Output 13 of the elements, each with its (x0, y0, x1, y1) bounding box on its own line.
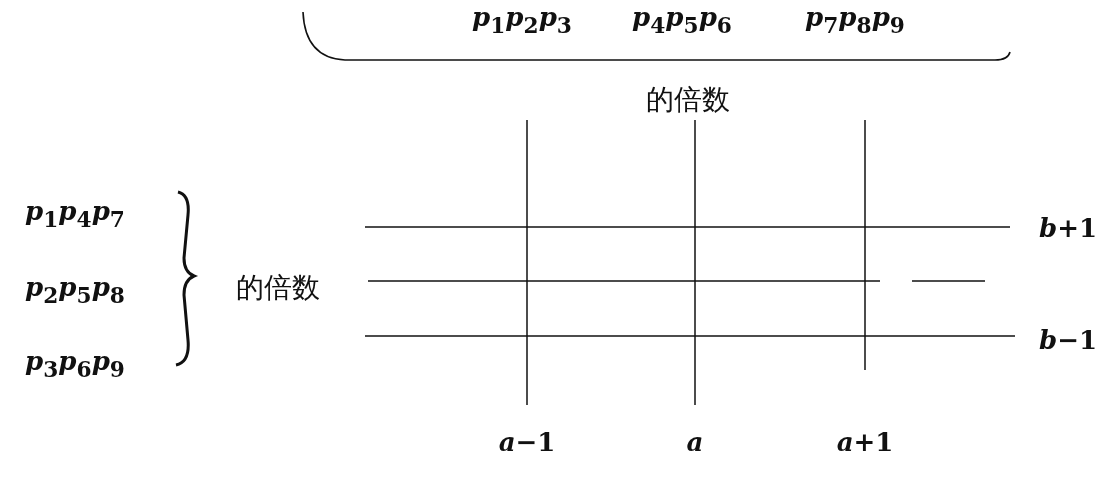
text-label: 的倍数 (236, 270, 320, 306)
math-label: p$_{2}$p$_{5}$p$_{8}$ (25, 272, 125, 308)
math-label: p$_{1}$p$_{2}$p$_{3}$ (472, 2, 572, 38)
math-label: p$_{7}$p$_{8}$p$_{9}$ (805, 2, 905, 38)
math-label: b−1 (1038, 325, 1098, 355)
math-label: a+1 (836, 427, 894, 457)
math-label: p$_{1}$p$_{4}$p$_{7}$ (25, 196, 125, 232)
math-label: p$_{4}$p$_{5}$p$_{6}$ (632, 2, 732, 38)
text-label: 的倍数 (646, 82, 730, 118)
math-label: a (686, 427, 704, 457)
math-label: a−1 (498, 427, 556, 457)
math-label: p$_{3}$p$_{6}$p$_{9}$ (25, 346, 125, 382)
math-label: b+1 (1038, 213, 1098, 243)
